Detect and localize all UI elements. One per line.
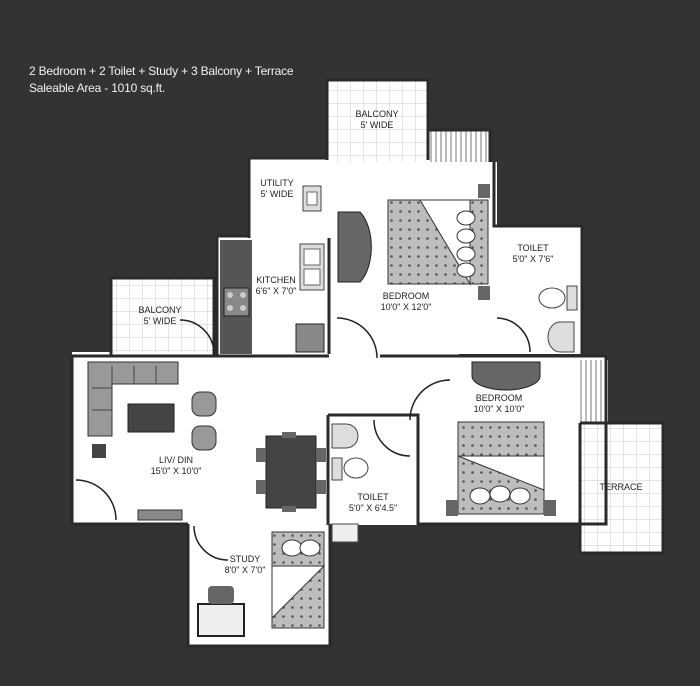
wc1-tank [566,285,578,311]
toilet2-name: TOILET [357,492,389,502]
coffee-table [127,403,175,433]
saleable-area: Saleable Area - 1010 sq.ft. [29,81,166,95]
room-labels: BALCONY 5' WIDE UTILITY 5' WIDE KITCHEN … [138,109,642,575]
balcony-top-area [327,80,428,162]
study-size: 8'0" X 7'0" [225,565,266,575]
wall-top-balcony [327,78,430,160]
kitchen-counter [220,240,325,354]
bedroom1-alcove [428,130,490,162]
dining-table [265,435,317,509]
shower-tray [331,523,359,543]
study-desk [197,603,245,637]
hob [223,287,250,317]
wall-toilet2 [326,413,420,525]
balcony-door [179,319,215,355]
balcony-left-size: 5' WIDE [144,316,177,326]
toilet1-fixtures [496,285,578,353]
bedroom1-name: BEDROOM [383,291,430,301]
walls [70,78,665,648]
plan-title: 2 Bedroom + 2 Toilet + Study + 3 Balcony… [29,64,294,78]
wall-bedroom2-right [418,356,608,526]
wc2 [343,457,369,479]
bedroom2-name: BEDROOM [476,393,523,403]
basin2 [331,423,359,449]
utility-size: 5' WIDE [261,189,294,199]
wall-study [186,524,332,648]
terrace-name: TERRACE [599,482,642,492]
armchair2 [191,425,217,451]
wall-utility [247,156,327,238]
living-size: 15'0" X 10'0" [151,466,202,476]
tv-unit [137,509,183,521]
balcony-top-name: BALCONY [355,109,398,119]
side-table [92,444,106,458]
wc2-tank [331,457,343,481]
toilet2-door [373,419,411,457]
wall-living [70,356,188,526]
utility-sink-bowl [306,191,318,206]
kitchen-size: 6'6" X 7'0" [256,286,297,296]
kitchen-name: KITCHEN [256,275,296,285]
study-chair [208,586,234,604]
toilet1-size: 5'0" X 7'6" [513,254,554,264]
wall-bedroom1-right [492,162,584,354]
utility-fixtures [302,185,322,212]
living-name: LIV/ DIN [159,455,193,465]
balcony-left-name: BALCONY [138,305,181,315]
study-name: STUDY [230,554,261,564]
bedroom2-door [409,379,451,421]
armchair1 [191,391,217,417]
bedroom2-furniture [409,361,556,516]
basin1 [547,321,575,353]
toilet1-door [496,317,531,353]
toilet1-name: TOILET [517,243,549,253]
study-door [193,525,229,561]
balcony-top-size: 5' WIDE [361,120,394,130]
bedroom1-furniture [336,184,490,359]
living-furniture [75,319,326,521]
bedroom1-size: 10'0" X 12'0" [381,302,432,312]
entry-door [75,479,117,521]
wall-alcove [428,128,492,162]
terrace-area [580,423,663,553]
bedroom2-size: 10'0" X 10'0" [474,404,525,414]
bedroom2-wardrobe [471,361,541,391]
wc1 [538,287,566,309]
balcony-left-area [111,278,214,358]
toilet2-fixtures [331,419,411,543]
bedroom1-door [336,317,378,359]
bedroom2-ledge [578,360,608,422]
utility-name: UTILITY [260,178,294,188]
wall-terrace [578,421,665,555]
toilet2-size: 5'0" X 6'4.5" [349,503,397,513]
study-furniture [193,525,326,637]
bedroom1-wardrobe [337,211,372,283]
fridge [295,323,325,353]
